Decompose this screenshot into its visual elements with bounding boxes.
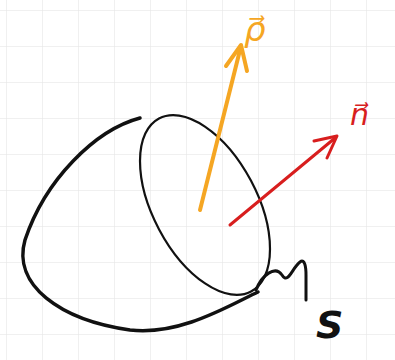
- rho-vector: [200, 50, 240, 210]
- surface-rim: [113, 94, 297, 316]
- normal-vector: [230, 138, 335, 225]
- surface-label: S: [316, 306, 343, 344]
- leader-line: [256, 261, 306, 300]
- rho-arrowhead: [226, 45, 247, 71]
- vector-label: n⃗: [350, 100, 369, 130]
- normal-arrowhead: [314, 136, 337, 158]
- vector-label: ρ⃗: [244, 12, 266, 46]
